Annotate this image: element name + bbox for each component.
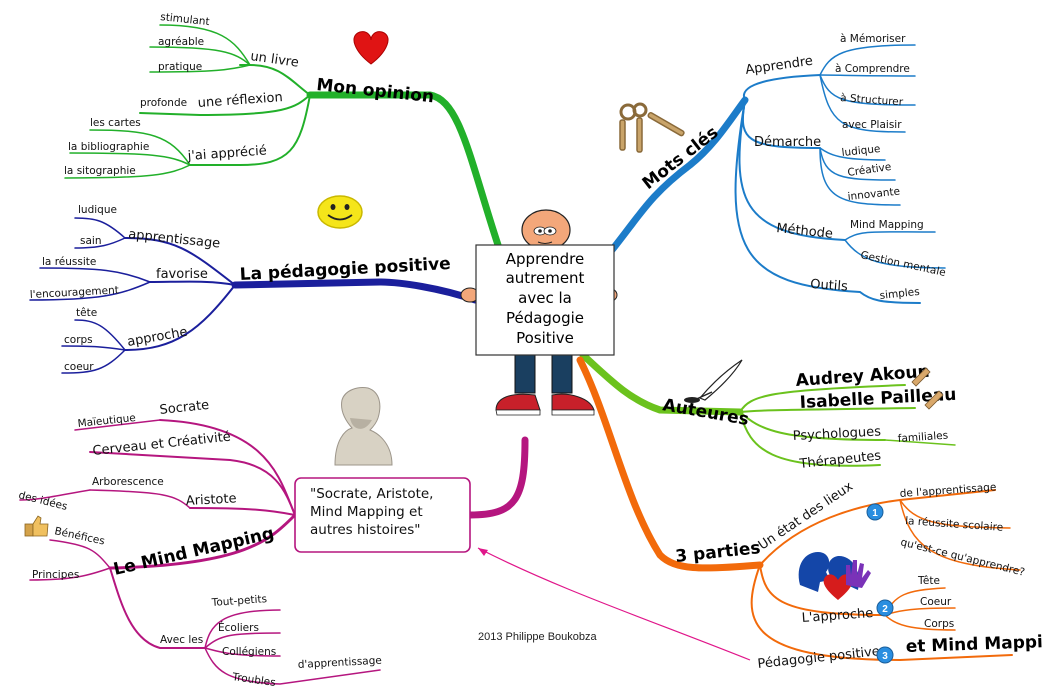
pencil-icon [911, 367, 931, 387]
node-apprentissage: apprentissage [128, 227, 221, 252]
node-outils: Outils [810, 277, 849, 295]
leaf-des-idees: des idées [17, 489, 68, 513]
leaf-familiales: familiales [897, 430, 948, 445]
center-sign: Apprendre autrement avec la Pédagogie Po… [475, 244, 615, 356]
leaf-les-cartes: les cartes [90, 117, 141, 129]
thumbs-up-icon [24, 515, 49, 537]
node-une-reflexion: une réflexion [197, 90, 283, 111]
leaf-la-reussite-scolaire: la réussite scolaire [905, 515, 1004, 534]
node-apprendre: Apprendre [744, 54, 813, 78]
pencil-icon-2 [924, 390, 944, 410]
footer-credit: 2013 Philippe Boukobza [478, 631, 598, 643]
leaf-corps: corps [64, 334, 93, 346]
leaf-et-mind-mapping: et Mind Mapping [905, 631, 1042, 657]
leaf-ludique: ludique [78, 204, 117, 216]
leaf-gestion-mentale: Gestion mentale [859, 249, 946, 279]
center-line-5: Positive [516, 329, 574, 347]
leaf-simples: simples [879, 286, 920, 302]
branch-3-parties [576, 356, 1021, 662]
branch-mon-opinion [64, 24, 502, 249]
svg-text:1: 1 [872, 508, 878, 519]
node-le-mind-mapping: Le Mind Mapping [112, 523, 276, 579]
heart-icon [353, 31, 389, 65]
quill-pen-icon [684, 359, 743, 403]
keys-icon [619, 102, 685, 153]
node-cerveau-creativite: Cerveau et Créativité [92, 430, 232, 459]
socrate-box: "Socrate, Aristote, Mind Mapping et autr… [294, 477, 471, 553]
leaf-la-reussite: la réussite [42, 256, 96, 268]
center-line-1: Apprendre [506, 250, 584, 268]
center-line-4: Pédagogie [506, 309, 584, 327]
leaf-troubles: Troubles [231, 671, 277, 689]
socrate-box-line-3: autres histoires" [310, 522, 420, 538]
number-badge-2: 2 [876, 599, 894, 617]
node-favorise: favorise [156, 267, 208, 282]
leaf-mind-mapping-mc: Mind Mapping [850, 219, 924, 231]
heads-heart-hand-icon [798, 552, 871, 600]
leaf-coeur: coeur [64, 361, 94, 373]
leaf-benefices: Bénéfices [53, 525, 105, 547]
leaf-tete: tête [76, 307, 97, 319]
socrate-box-line-2: Mind Mapping et [310, 504, 423, 520]
leaf-qu-est-ce-qu-apprendre: qu'est-ce qu'apprendre? [899, 536, 1026, 579]
node-therapeutes: Thérapeutes [798, 448, 882, 472]
node-j-ai-apprecie: j'ai apprécié [186, 144, 267, 165]
leaf-maieutique: Maïeutique [77, 412, 136, 430]
node-aristote: Aristote [185, 491, 236, 509]
leaf-innovante: innovante [847, 186, 900, 203]
leaf-ludique-mc: ludique [841, 143, 881, 159]
leaf-collegiens: Collégiens [222, 646, 276, 658]
leaf-agreable: agréable [158, 36, 204, 48]
connector-arrow [477, 547, 751, 661]
leaf-tout-petits: Tout-petits [210, 593, 267, 609]
leaf-de-l-apprentissage: de l'apprentissage [899, 481, 996, 500]
svg-text:2: 2 [882, 604, 888, 615]
branch-socrate [19, 419, 529, 685]
node-pedagogie-positive-3p: Pédagogie positive [757, 644, 881, 672]
leaf-l-encouragement: l'encouragement [30, 284, 120, 301]
leaf-principes: Principes [32, 569, 79, 581]
number-badge-3: 3 [876, 646, 894, 664]
node-demarche: Démarche [754, 135, 821, 150]
socrate-box-line-1: "Socrate, Aristote, [310, 486, 433, 502]
branch-label-mon-opinion: Mon opinion [315, 75, 434, 107]
branch-mots-cles [608, 44, 946, 304]
leaf-a-comprendre: à Comprendre [835, 63, 910, 75]
leaf-ecoliers: Écoliers [218, 621, 259, 634]
socrates-bust-icon [334, 387, 393, 466]
leaf-d-apprentissage: d'apprentissage [298, 655, 383, 671]
number-badge-1: 1 [866, 503, 884, 521]
node-socrate: Socrate [159, 398, 210, 418]
leaf-creative: Créative [847, 161, 892, 179]
leaf-corps-3p: Corps [924, 618, 954, 630]
leaf-avec-plaisir: avec Plaisir [842, 119, 902, 131]
node-methode: Méthode [776, 221, 834, 242]
node-psychologues: Psychologues [792, 424, 881, 444]
leaf-a-structurer: à Structurer [840, 92, 904, 108]
leaf-la-sitographie: la sitographie [64, 165, 136, 177]
node-avec-les: Avec les [160, 634, 203, 646]
leaf-stimulant: stimulant [160, 11, 210, 28]
smiley-icon [317, 195, 363, 229]
leaf-a-memoriser: à Mémoriser [840, 33, 906, 45]
center-line-2: autrement [506, 269, 585, 287]
leaf-coeur-3p: Coeur [920, 596, 952, 608]
branch-label-auteures: Auteures [661, 395, 750, 430]
leaf-sain: sain [80, 235, 101, 247]
node-un-etat-des-lieux: Un état des lieux [756, 479, 856, 553]
node-l-approche: L'approche [801, 606, 874, 626]
leaf-profonde: profonde [140, 97, 187, 109]
svg-text:3: 3 [882, 651, 888, 662]
center-line-3: avec la [518, 289, 572, 307]
leaf-tete-3p: Tête [917, 575, 940, 587]
node-un-livre: un livre [249, 49, 299, 71]
leaf-pratique: pratique [158, 61, 202, 73]
branch-auteures [579, 351, 956, 467]
leaf-la-bibliographie: la bibliographie [68, 141, 149, 153]
node-arborescence: Arborescence [92, 476, 164, 488]
